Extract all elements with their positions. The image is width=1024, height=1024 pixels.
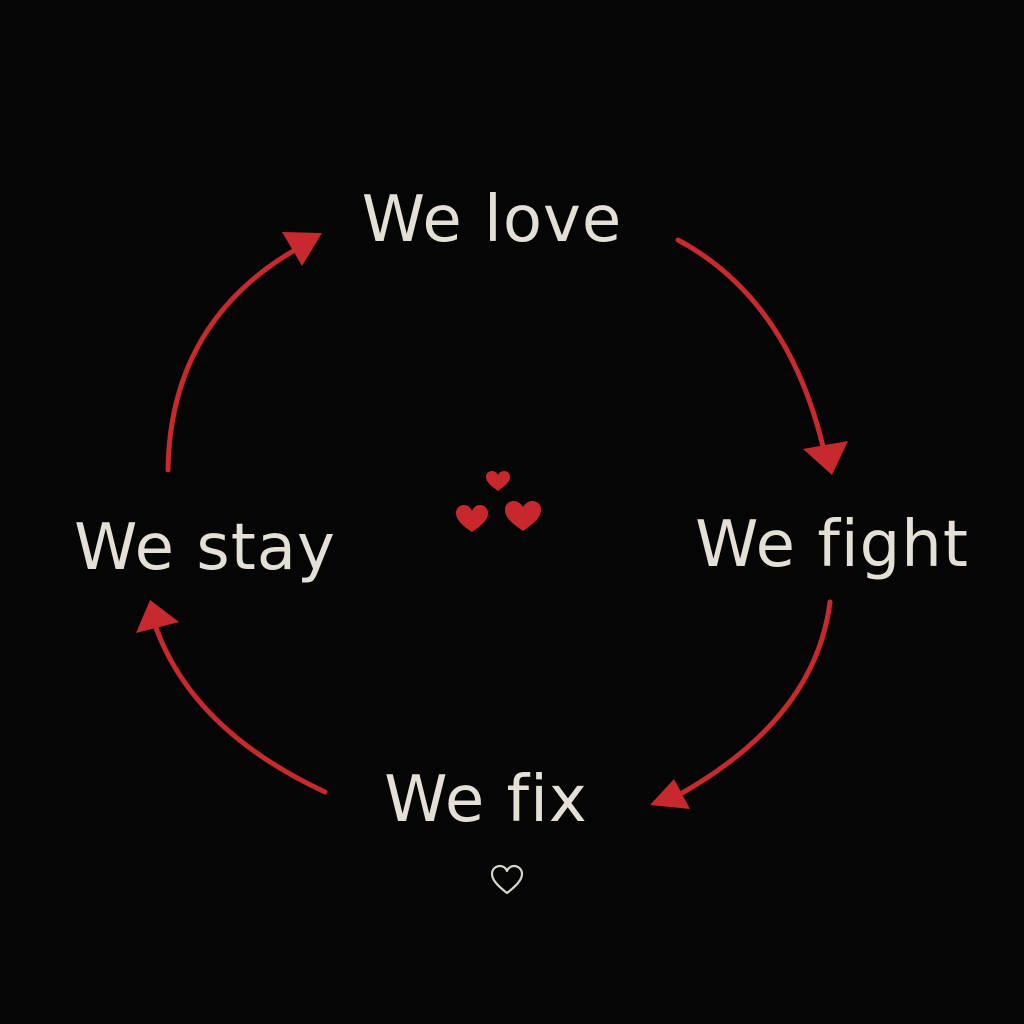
step-label-we-stay: We stay <box>74 511 336 585</box>
step-label-we-love: We love <box>361 183 623 257</box>
arrow-stay-to-love <box>165 232 322 473</box>
arrow-fix-to-stay <box>136 600 328 795</box>
heart-outline-icon <box>490 864 524 895</box>
arrow-fight-to-fix <box>650 599 833 809</box>
heart-left-icon <box>456 505 488 532</box>
arrow-love-to-fight <box>675 237 848 475</box>
hearts-cluster-icon <box>456 471 541 532</box>
step-label-we-fight: We fight <box>695 508 969 582</box>
heart-right-icon <box>505 501 541 531</box>
step-label-we-fix: We fix <box>384 763 588 837</box>
heart-small-icon <box>486 471 510 491</box>
